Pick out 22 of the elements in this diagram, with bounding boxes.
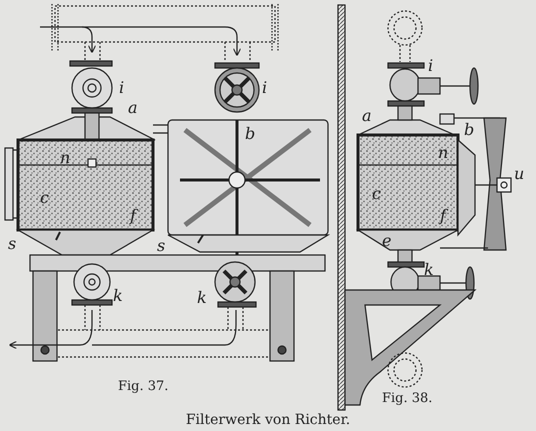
figure-number: Fig. 37. bbox=[118, 380, 168, 394]
part-letter: c bbox=[40, 190, 49, 206]
figure-number: Fig. 38. bbox=[382, 392, 432, 406]
part-letter: a bbox=[128, 100, 138, 116]
part-letter: n bbox=[438, 145, 448, 161]
part-letter: b bbox=[245, 126, 256, 142]
part-letter: i bbox=[119, 80, 124, 96]
part-letter: n bbox=[60, 150, 70, 166]
part-letter: i bbox=[262, 80, 268, 96]
part-letter: k bbox=[424, 262, 434, 278]
part-letter: a bbox=[362, 108, 372, 124]
part-letter: e bbox=[382, 233, 392, 249]
part-letter: s bbox=[8, 236, 16, 252]
part-letter: s bbox=[157, 238, 166, 254]
part-letter: k bbox=[113, 288, 123, 304]
part-letter: f bbox=[130, 208, 136, 224]
part-letter: k bbox=[197, 290, 207, 306]
part-letter: i bbox=[428, 58, 434, 74]
part-letter: u bbox=[514, 166, 524, 182]
figure-caption: Filterwerk von Richter. bbox=[184, 412, 352, 428]
part-letter: f bbox=[440, 208, 446, 224]
part-letter: b bbox=[464, 122, 474, 138]
